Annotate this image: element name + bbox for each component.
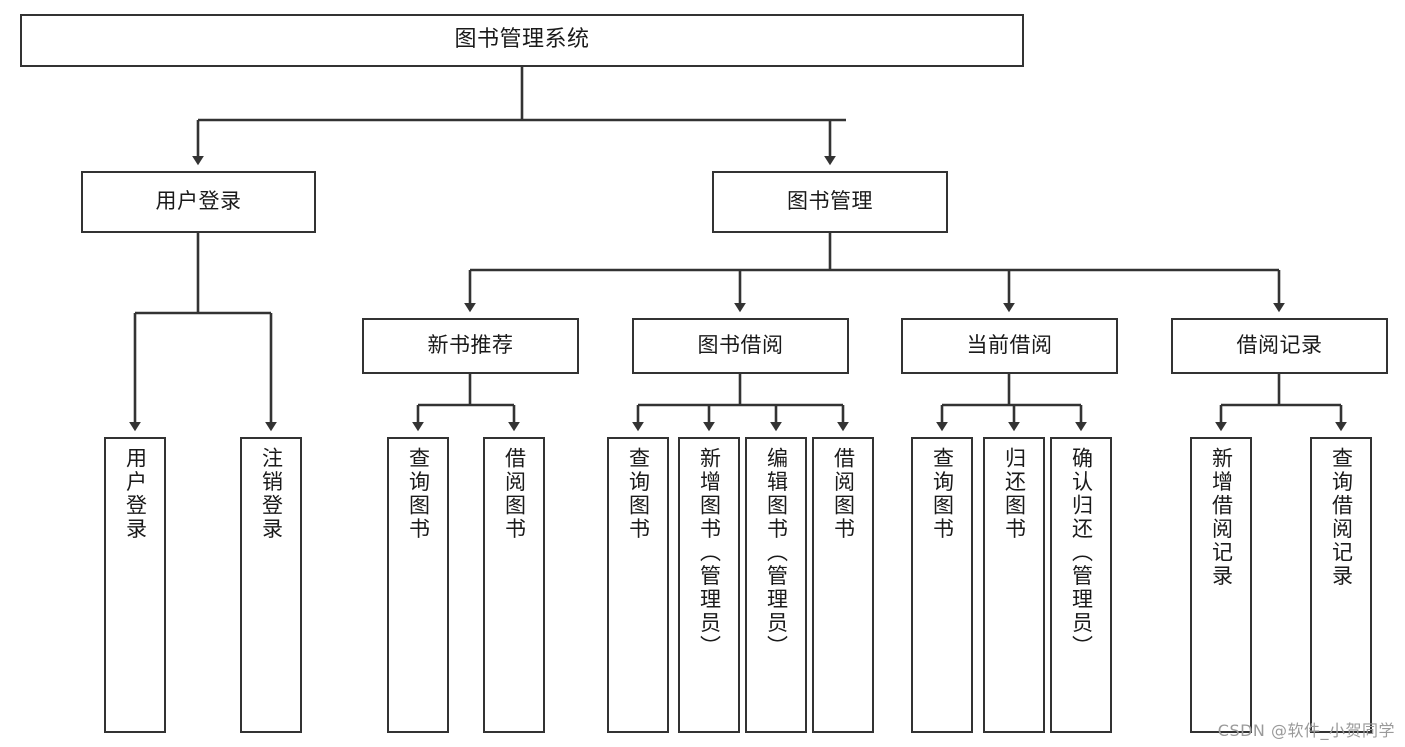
node-book-borrowing[interactable]: 图书借阅 (632, 318, 849, 374)
leaf-confirm-return-admin[interactable]: 确认归还（管理员） (1050, 437, 1112, 733)
node-label: 查询图书 (406, 447, 431, 541)
node-label: 当前借阅 (966, 333, 1053, 358)
leaf-logout[interactable]: 注销登录 (240, 437, 302, 733)
node-label: 归还图书 (1002, 447, 1027, 541)
node-label: 注销登录 (259, 447, 284, 541)
node-label: 查询图书 (626, 447, 651, 541)
leaf-borrow-book-borrowing[interactable]: 借阅图书 (812, 437, 874, 733)
node-label: 图书借阅 (697, 333, 784, 358)
node-user-login[interactable]: 用户登录 (81, 171, 316, 233)
node-new-book-recommendation[interactable]: 新书推荐 (362, 318, 579, 374)
leaf-query-borrowing-record[interactable]: 查询借阅记录 (1310, 437, 1372, 733)
node-label: 图书管理 (787, 189, 873, 214)
node-label: 用户登录 (123, 447, 148, 541)
node-label: 新增借阅记录 (1209, 447, 1234, 588)
leaf-query-book-current[interactable]: 查询图书 (911, 437, 973, 733)
node-label: 借阅图书 (502, 447, 527, 541)
leaf-query-book-recommendation[interactable]: 查询图书 (387, 437, 449, 733)
leaf-user-login[interactable]: 用户登录 (104, 437, 166, 733)
node-label: 查询借阅记录 (1329, 447, 1354, 588)
node-borrowing-record[interactable]: 借阅记录 (1171, 318, 1388, 374)
leaf-borrow-book-recommendation[interactable]: 借阅图书 (483, 437, 545, 733)
leaf-return-book[interactable]: 归还图书 (983, 437, 1045, 733)
node-label: 图书管理系统 (454, 27, 590, 53)
node-book-management-system[interactable]: 图书管理系统 (20, 14, 1024, 67)
node-label: 新书推荐 (427, 333, 514, 358)
leaf-add-book-admin[interactable]: 新增图书（管理员） (678, 437, 740, 733)
node-current-borrowing[interactable]: 当前借阅 (901, 318, 1118, 374)
node-label: 查询图书 (930, 447, 955, 541)
node-label: 用户登录 (155, 189, 242, 214)
node-label: 借阅图书 (831, 447, 856, 541)
leaf-edit-book-admin[interactable]: 编辑图书（管理员） (745, 437, 807, 733)
node-label: 借阅记录 (1236, 333, 1323, 358)
node-label: 新增图书（管理员） (697, 447, 722, 659)
node-label: 确认归还（管理员） (1069, 447, 1094, 659)
leaf-add-borrowing-record[interactable]: 新增借阅记录 (1190, 437, 1252, 733)
node-book-management[interactable]: 图书管理 (712, 171, 948, 233)
leaf-query-book-borrowing[interactable]: 查询图书 (607, 437, 669, 733)
node-label: 编辑图书（管理员） (764, 447, 789, 659)
